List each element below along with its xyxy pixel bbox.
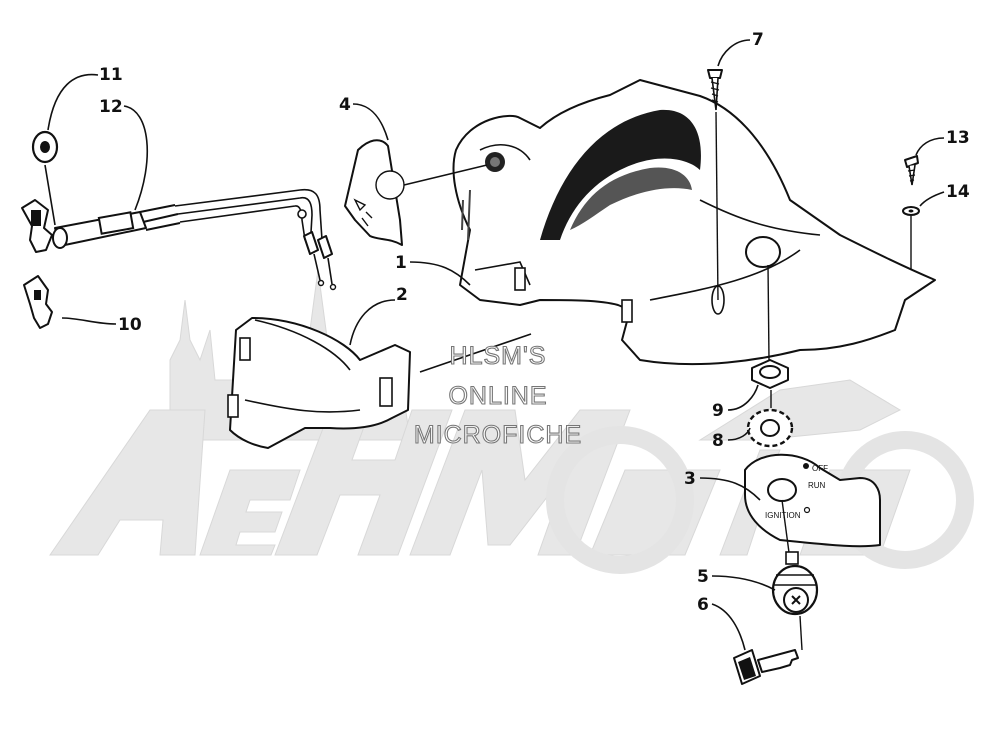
- callout-7: 7: [752, 30, 764, 50]
- ignition-switch-5: [771, 551, 819, 616]
- callout-11: 11: [99, 65, 123, 85]
- callout-14: 14: [946, 182, 970, 202]
- choke-nut: [31, 130, 59, 164]
- callouts: 1 2 3 4 5 6 7 8 9 10 11 12: [44, 30, 970, 651]
- callout-9: 9: [712, 401, 724, 421]
- plate-label-run: RUN: [808, 481, 826, 490]
- decal-plate: [344, 139, 405, 246]
- plate-label-off: OFF: [812, 464, 828, 473]
- lockwasher-8: [746, 408, 794, 448]
- screw-13: [904, 155, 919, 186]
- stamp-line-1: HLSM'S: [450, 342, 547, 370]
- hlsm-stamp: HLSM'S ONLINE MICROFICHE: [413, 333, 582, 450]
- callout-12: 12: [99, 97, 123, 117]
- washer-14: [902, 206, 920, 270]
- choke-cable-assembly: [21, 188, 337, 291]
- ignition-plate: OFF RUN IGNITION: [744, 453, 881, 548]
- lower-trim: [227, 317, 411, 449]
- callout-8: 8: [712, 431, 724, 451]
- plate-label-ignition: IGNITION: [765, 511, 801, 520]
- console-housing: [452, 79, 936, 366]
- callout-13: 13: [946, 128, 970, 148]
- callout-2: 2: [396, 285, 408, 305]
- callout-1: 1: [395, 253, 407, 273]
- callout-5: 5: [697, 567, 709, 587]
- stamp-line-3: MICROFICHE: [414, 421, 582, 449]
- callout-10: 10: [118, 315, 142, 335]
- choke-lever-knob: [23, 275, 53, 329]
- hex-nut-9: [751, 359, 789, 389]
- screw-7: [707, 69, 723, 301]
- callout-6: 6: [697, 595, 709, 615]
- decal-alignment-line: [403, 164, 488, 186]
- stamp-line-2: ONLINE: [448, 382, 547, 410]
- ignition-key-6: [733, 649, 799, 685]
- callout-3: 3: [684, 469, 696, 489]
- callout-4: 4: [339, 95, 351, 115]
